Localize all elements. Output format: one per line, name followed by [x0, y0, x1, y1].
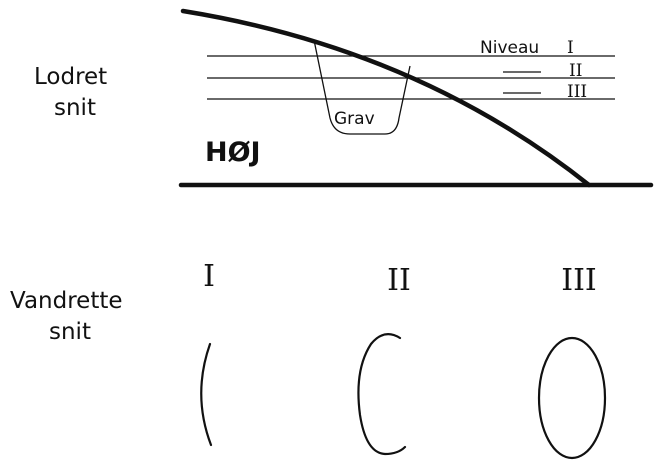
- level-word-label: Niveau: [480, 38, 539, 58]
- grave-label: Grav: [334, 109, 375, 129]
- horizontal-section-3-oval: [537, 336, 607, 460]
- horizontal-level-3-label: III: [561, 263, 597, 298]
- mound-label: HØJ: [205, 137, 261, 168]
- horizontal-level-1-label: I: [203, 259, 215, 294]
- level-1-label: I: [567, 38, 574, 58]
- horizontal-section-1-arc: [200, 342, 213, 447]
- level-2-label: II: [569, 61, 582, 81]
- horizontal-section-label-line1: Vandrette: [10, 288, 123, 314]
- grave-outline: [313, 39, 411, 135]
- vertical-section-label-line2: snit: [54, 95, 96, 121]
- vertical-section-label-line1: Lodret: [34, 64, 107, 90]
- horizontal-section-label-line2: snit: [49, 319, 91, 345]
- horizontal-section-2-c-shape: [357, 333, 407, 456]
- mound-slope: [180, 8, 592, 188]
- horizontal-level-2-label: II: [387, 263, 411, 298]
- level-3-label: III: [567, 82, 587, 102]
